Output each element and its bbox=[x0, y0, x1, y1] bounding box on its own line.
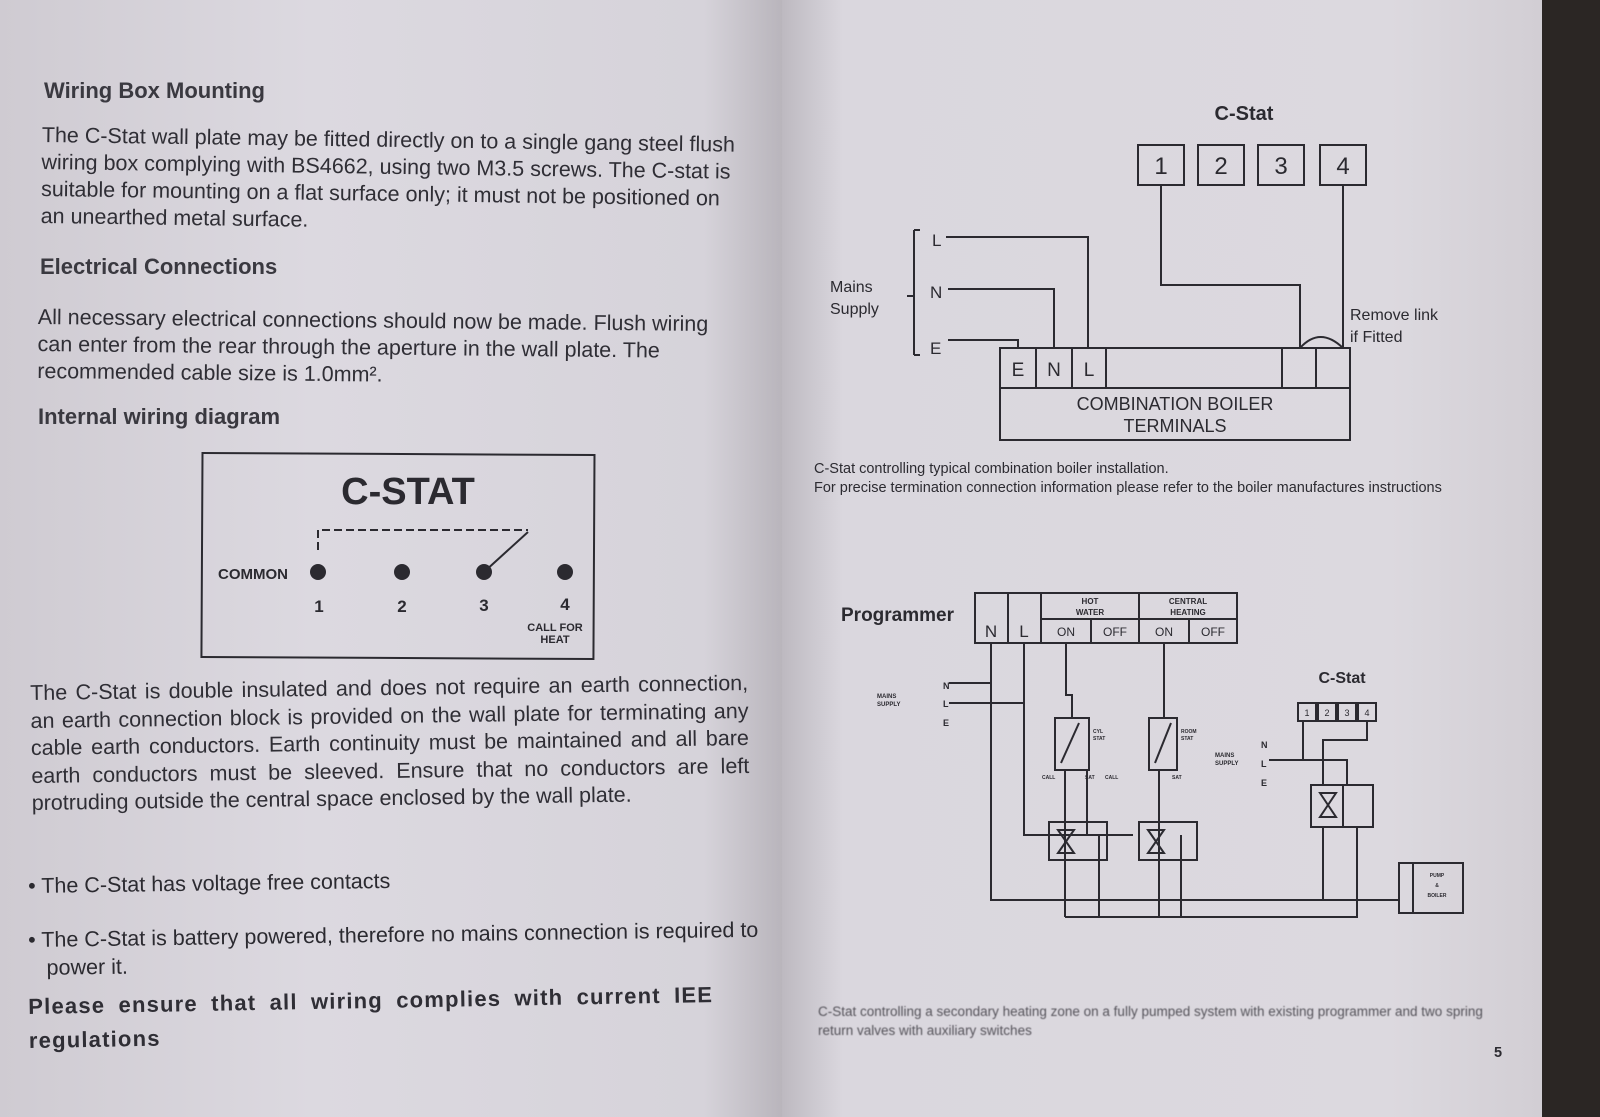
terminal-4: 4 bbox=[560, 595, 570, 614]
diagram-title: C-STAT bbox=[341, 471, 475, 513]
central-heating-label-2: HEATING bbox=[1170, 608, 1205, 617]
wiring-regulations-warning: Please ensure that all wiring complies w… bbox=[28, 982, 714, 1053]
line-l: L bbox=[932, 231, 941, 250]
terminal-2: 2 bbox=[397, 597, 406, 616]
terminal-1: 1 bbox=[314, 597, 323, 616]
terminals-label: TERMINALS bbox=[1123, 416, 1226, 436]
bullet-text: The C-Stat has voltage free contacts bbox=[41, 868, 391, 898]
call-2: CALL bbox=[1105, 775, 1118, 781]
hot-water-label: HOT bbox=[1082, 597, 1099, 606]
remove-link-label: Remove link bbox=[1350, 307, 1439, 324]
boiler-terminal-n: N bbox=[1047, 360, 1061, 381]
paragraph-insulated: The C-Stat is double insulated and does … bbox=[30, 670, 750, 815]
boiler: BOILER bbox=[1428, 893, 1447, 899]
heading-wiring-box-mounting: Wiring Box Mounting bbox=[44, 78, 265, 103]
line-n: N bbox=[930, 283, 942, 302]
l: L bbox=[943, 699, 949, 709]
caption-termination-info: For precise termination connection infor… bbox=[814, 480, 1442, 496]
left-page: Wiring Box Mounting The C-Stat wall plat… bbox=[0, 0, 782, 1117]
amp: & bbox=[1435, 883, 1439, 889]
t3: 3 bbox=[1344, 708, 1349, 718]
bullet-battery: • The C-Stat is battery powered, therefo… bbox=[28, 917, 759, 980]
supply-label: Supply bbox=[830, 301, 879, 318]
boiler-label: COMBINATION BOILER bbox=[1077, 394, 1274, 414]
t2: 2 bbox=[1324, 708, 1329, 718]
n-2: N bbox=[1261, 740, 1268, 750]
pump: PUMP bbox=[1430, 873, 1445, 879]
caption-combination-boiler: C-Stat controlling typical combination b… bbox=[814, 461, 1169, 477]
mains-label-2: MAINS bbox=[1215, 753, 1234, 759]
secondary-zone-diagram: Programmer N L HOT WATER CENTRAL HEATING… bbox=[841, 592, 1464, 918]
line-e: E bbox=[930, 339, 941, 358]
room-stat-2: STAT bbox=[1181, 736, 1193, 742]
call-1: CALL bbox=[1042, 775, 1055, 781]
supply-label: SUPPLY bbox=[877, 702, 900, 708]
e: E bbox=[943, 718, 949, 728]
if-fitted-label: if Fitted bbox=[1350, 329, 1402, 346]
l-2: L bbox=[1261, 759, 1267, 769]
terminal-4: 4 bbox=[1336, 153, 1349, 180]
cstat-title: C-Stat bbox=[1215, 103, 1274, 125]
cstat-label: C-Stat bbox=[1318, 670, 1366, 687]
prog-l: L bbox=[1019, 622, 1028, 641]
sat-2: SAT bbox=[1172, 775, 1182, 781]
room-stat: ROOM bbox=[1181, 729, 1197, 735]
paragraph-electrical: All necessary electrical connections sho… bbox=[37, 304, 709, 387]
e-2: E bbox=[1261, 778, 1267, 788]
t1: 1 bbox=[1304, 708, 1309, 718]
n: N bbox=[943, 681, 950, 691]
cyl-stat: CYL bbox=[1093, 729, 1103, 735]
terminal-3: 3 bbox=[1274, 153, 1287, 180]
sat-1: SAT bbox=[1085, 775, 1095, 781]
page-number: 5 bbox=[1494, 1045, 1503, 1061]
terminal-3: 3 bbox=[479, 596, 488, 615]
bullet-voltage-free: • The C-Stat has voltage free contacts bbox=[28, 868, 391, 898]
cyl-stat-2: STAT bbox=[1093, 736, 1105, 742]
heading-internal-wiring: Internal wiring diagram bbox=[38, 404, 281, 429]
mains-label: Mains bbox=[830, 279, 873, 296]
hw-off: OFF bbox=[1103, 625, 1127, 639]
supply-label-2: SUPPLY bbox=[1215, 761, 1238, 767]
hw-on: ON bbox=[1057, 625, 1075, 639]
bullet-text: The C-Stat is battery powered, therefore… bbox=[41, 917, 759, 980]
mains-label: MAINS bbox=[877, 694, 896, 700]
programmer-label: Programmer bbox=[841, 605, 955, 626]
t4: 4 bbox=[1364, 708, 1369, 718]
ch-on: ON bbox=[1155, 625, 1173, 639]
call-for-heat-label: CALL FOR bbox=[527, 622, 582, 634]
common-label: COMMON bbox=[218, 566, 288, 583]
hot-water-label-2: WATER bbox=[1076, 608, 1105, 617]
terminal-1: 1 bbox=[1154, 153, 1167, 180]
ch-off: OFF bbox=[1201, 625, 1225, 639]
right-page: C-Stat 1 2 3 4 L N E Mains Supply E N L … bbox=[782, 0, 1542, 1117]
boiler-terminal-e: E bbox=[1012, 360, 1025, 381]
terminal-2: 2 bbox=[1214, 153, 1227, 180]
central-heating-label: CENTRAL bbox=[1169, 597, 1207, 606]
heading-electrical-connections: Electrical Connections bbox=[40, 254, 278, 279]
internal-wiring-diagram: C-STAT COMMON 1 2 3 4 CALL FOR HEAT bbox=[200, 451, 596, 661]
caption-secondary-zone: C-Stat controlling a secondary heating z… bbox=[818, 1004, 1483, 1038]
paragraph-mounting: The C-Stat wall plate may be fitted dire… bbox=[40, 122, 736, 232]
boiler-terminal-l: L bbox=[1084, 360, 1095, 381]
combination-boiler-diagram: C-Stat 1 2 3 4 L N E Mains Supply E N L … bbox=[830, 103, 1439, 441]
call-for-heat-label-2: HEAT bbox=[540, 634, 569, 646]
prog-n: N bbox=[985, 622, 997, 641]
